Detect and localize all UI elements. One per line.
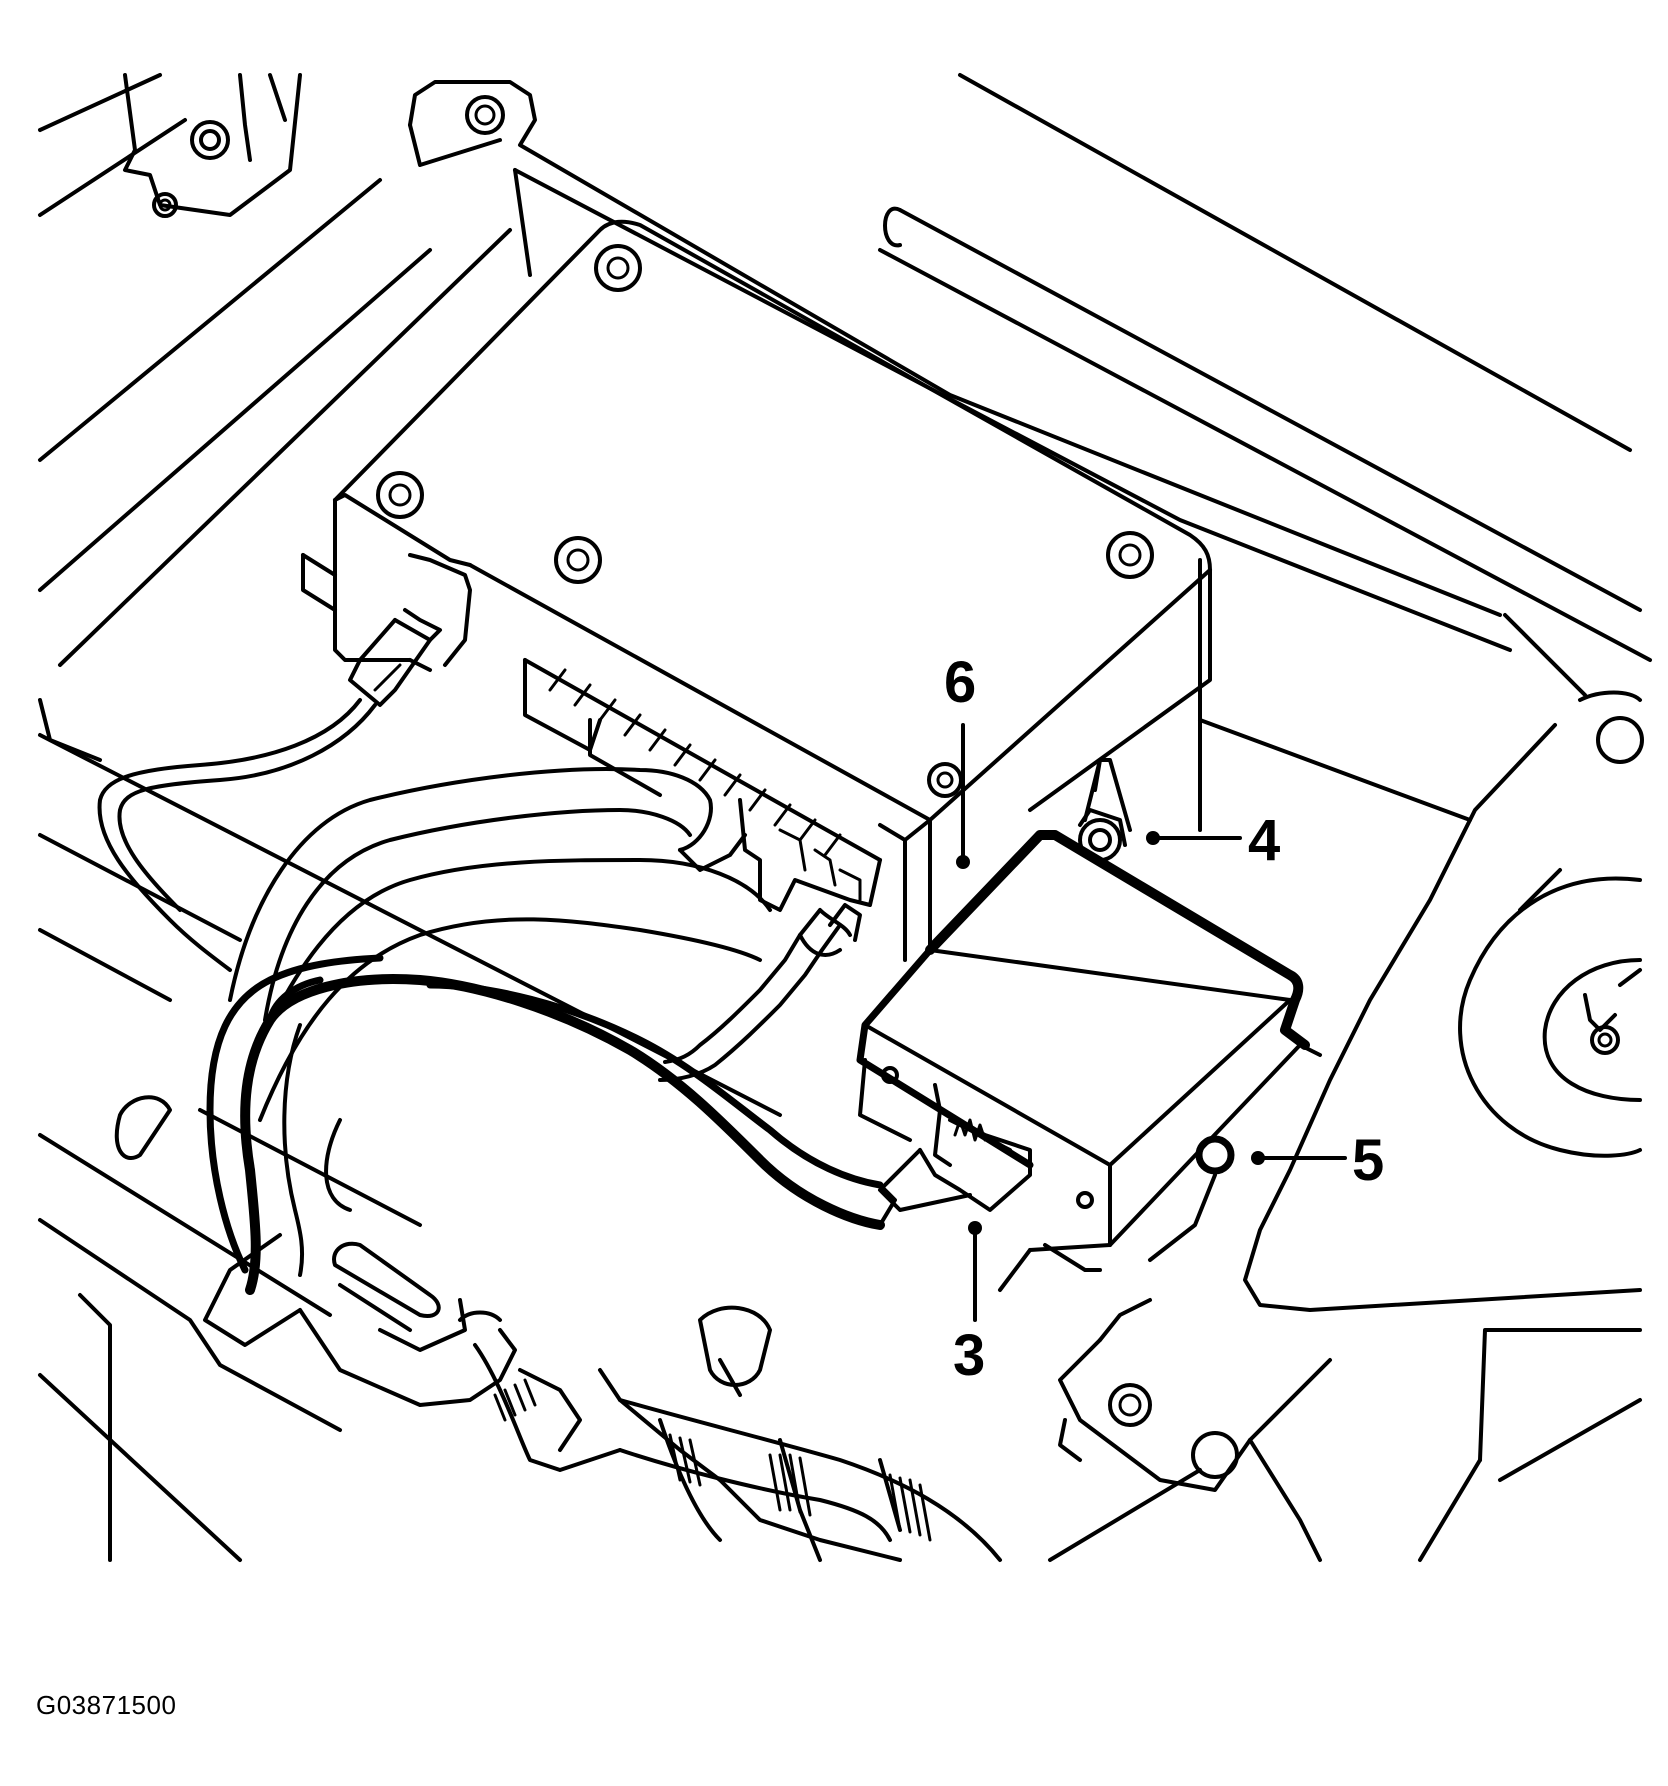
wiring-harness [203,767,1002,1562]
left-mount-bracket [38,73,302,218]
mounting-frame [408,73,1652,832]
callout-4-label: 4 [1248,808,1280,873]
callout-3-label: 3 [953,1323,985,1388]
figure-id-label: G03871500 [36,1690,177,1720]
amplifier-module [856,758,1332,1562]
module-connector-array [523,658,882,912]
control-module [301,219,1212,962]
floor-slots [114,1095,772,1397]
callout-5-label: 5 [1352,1128,1384,1193]
floor-panels [38,178,782,1562]
callout-leaders [956,723,1347,1322]
left-connector [97,553,472,972]
right-floor-recess [1243,690,1644,1562]
callout-6-label: 6 [944,650,976,715]
